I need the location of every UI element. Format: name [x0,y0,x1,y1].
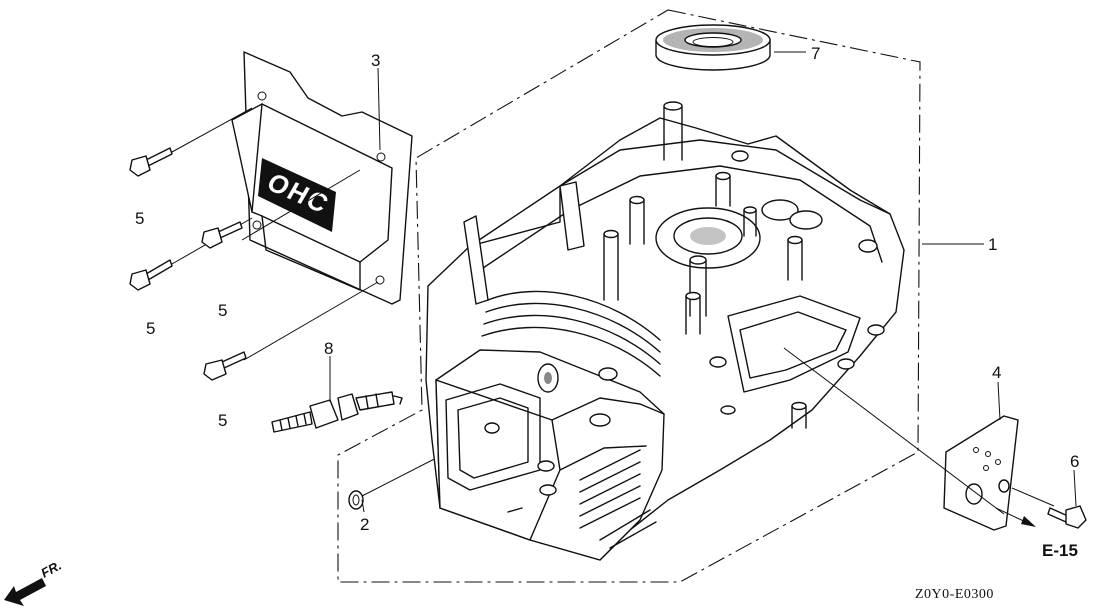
front-direction-arrow[interactable]: FR. [4,558,64,606]
diagram-code: Z0Y0-E0300 [915,587,994,602]
cover-bolt-3[interactable] [201,169,361,249]
oil-seal-part[interactable] [655,24,771,71]
crankcase-part[interactable] [425,101,905,561]
cover-bolt-4[interactable] [203,281,379,381]
callout-6: 6 [1070,452,1079,471]
callout-3: 3 [371,51,380,70]
callout-5b: 5 [146,319,155,338]
cover-bolt-1[interactable] [129,107,253,177]
head-cover-part[interactable]: OHC [231,51,413,305]
callout-8: 8 [324,339,333,358]
callout-leaders [329,51,1077,527]
callout-5a: 5 [135,209,144,228]
callout-7: 7 [811,44,820,63]
callout-2: 2 [360,515,369,534]
crankcase-group-outline [337,9,921,583]
spark-plug-part[interactable] [271,391,403,433]
callout-5d: 5 [218,411,227,430]
callout-4: 4 [992,363,1001,382]
plate-bolt-part[interactable] [1011,487,1087,529]
breather-plate-part[interactable] [943,415,1019,531]
callout-5c: 5 [218,301,227,320]
reference-label: E-15 [1042,541,1078,560]
washer-part[interactable] [348,451,449,510]
callout-1: 1 [988,235,997,254]
direction-label: FR. [38,558,64,581]
